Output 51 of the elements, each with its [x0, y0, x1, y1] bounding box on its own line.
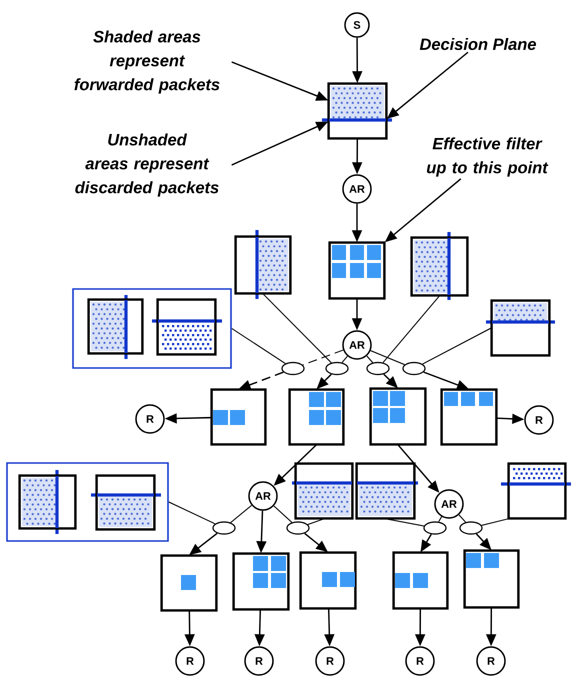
ellipse-marker	[423, 521, 447, 535]
leader-line	[422, 328, 492, 365]
ellipse-marker	[402, 362, 426, 376]
filter-box	[234, 230, 292, 299]
filter-box	[87, 295, 144, 359]
annotation-text: Unshaded areas represent discarded packets	[75, 133, 219, 197]
annotation-text: Decision Plane	[420, 38, 536, 50]
annotation-text: Effective filter up to this point	[426, 137, 548, 177]
leader-line	[231, 328, 286, 364]
ellipse-marker	[212, 521, 236, 535]
leader-line	[342, 356, 348, 364]
leader-line	[382, 295, 440, 364]
filter-box	[232, 552, 290, 611]
ellipse-marker	[366, 362, 390, 376]
leader-line	[307, 518, 324, 526]
filter-box	[486, 299, 555, 357]
filter-box	[288, 388, 345, 446]
ellipse-marker	[281, 362, 305, 376]
leader-line	[168, 502, 216, 524]
filter-box	[299, 551, 357, 610]
filter-box	[392, 551, 449, 610]
filter-box	[160, 554, 218, 612]
ellipse-marker	[325, 362, 349, 376]
leader-line	[273, 505, 292, 523]
filter-box	[355, 462, 418, 520]
filter-box	[369, 387, 427, 446]
filter-group-frame	[6, 462, 169, 542]
filter-box	[440, 388, 498, 446]
filter-box	[322, 82, 392, 140]
leader-line	[262, 293, 332, 364]
leader-line	[481, 518, 509, 526]
filter-group-frame	[72, 288, 232, 369]
filter-box	[292, 462, 354, 520]
leader-line	[385, 518, 424, 526]
ellipse-marker	[459, 521, 483, 535]
leader-line	[458, 514, 466, 523]
leader-line	[366, 356, 374, 364]
leader-line	[230, 504, 252, 524]
ellipse-marker	[286, 521, 310, 535]
filter-box	[18, 470, 77, 534]
filter-box	[410, 232, 469, 300]
filter-box	[91, 474, 161, 531]
filter-box	[152, 298, 222, 356]
filter-box	[210, 388, 267, 446]
leader-line	[302, 350, 344, 366]
leader-line	[438, 516, 442, 522]
leader-line	[370, 350, 406, 366]
annotation-text: Shaded areas represent forwarded packets	[74, 30, 220, 94]
filter-box	[501, 462, 571, 520]
filter-box	[463, 549, 520, 609]
filter-box	[328, 241, 386, 300]
